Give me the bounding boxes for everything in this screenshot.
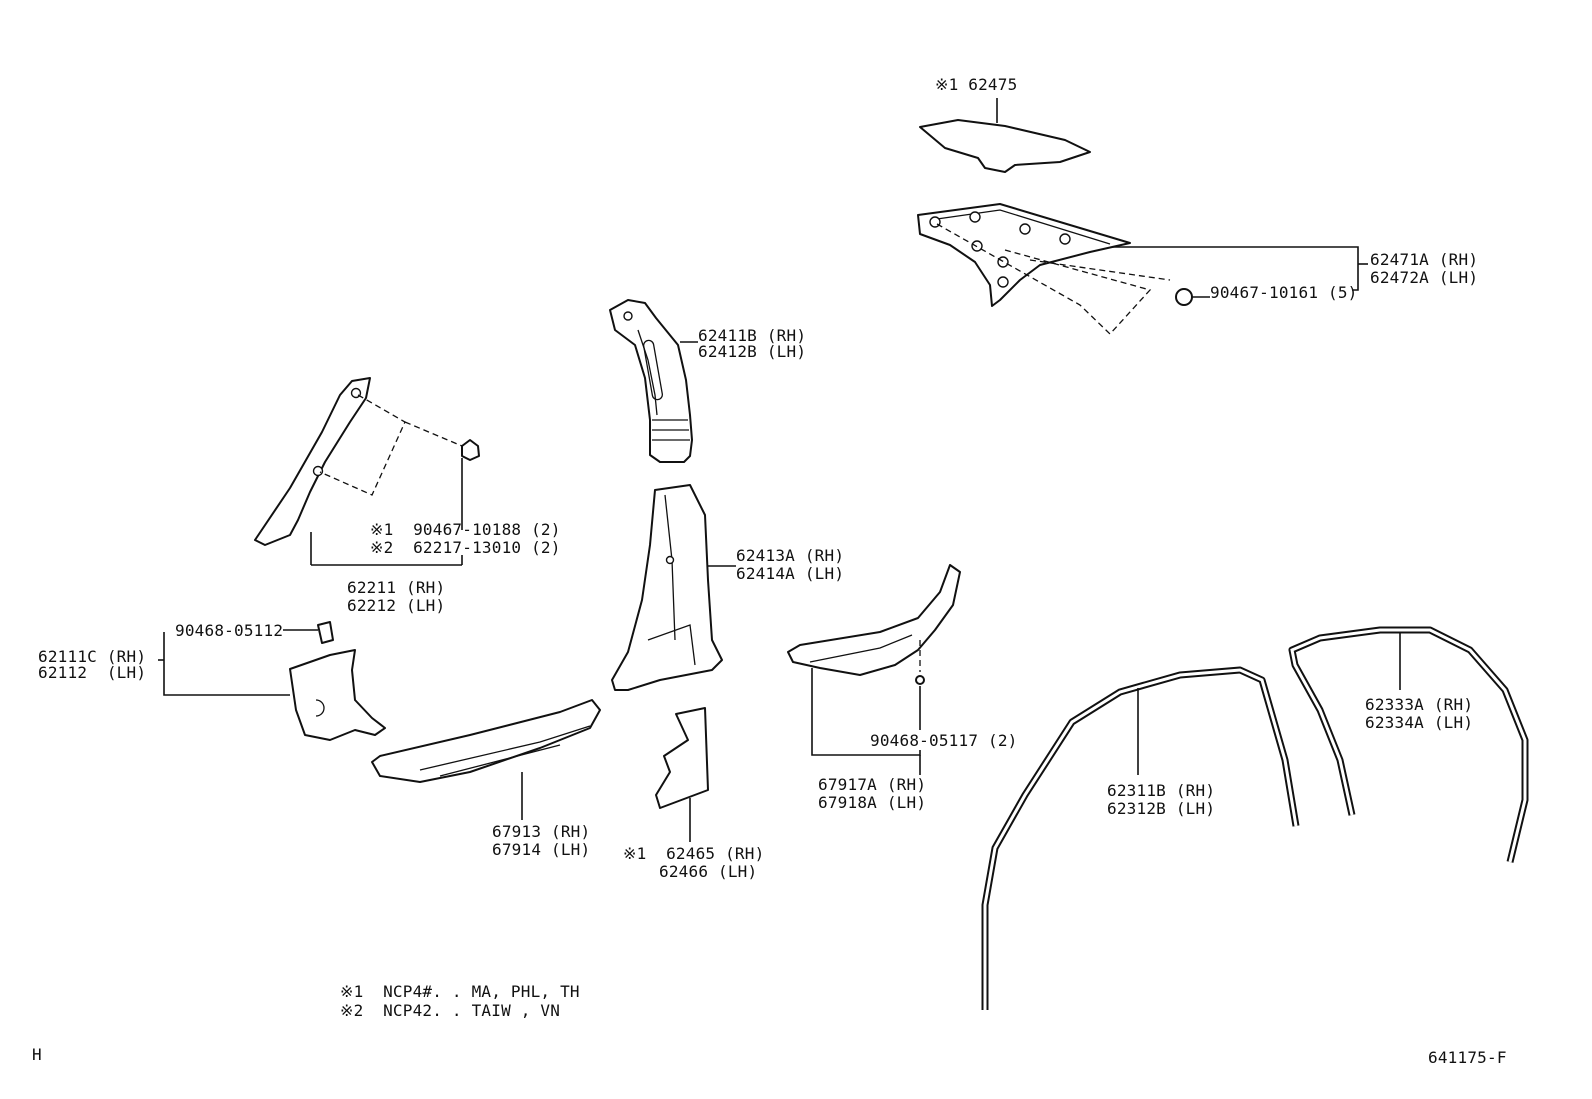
footer-left-mark: H <box>32 1045 42 1064</box>
label-62465: ※1 62465 (RH) <box>623 844 765 863</box>
label-67918a: 67918A (LH) <box>818 793 927 812</box>
label-90467-10161: 90467-10161 (5) <box>1210 283 1358 302</box>
label-90468-05112: 90468-05112 <box>175 621 284 640</box>
front-door-weatherstrip-part <box>981 666 1300 1010</box>
b-pillar-upper-garnish-part <box>609 299 698 463</box>
cowl-side-trim-part <box>158 621 386 741</box>
package-tray-trim-part <box>917 203 1368 335</box>
label-62334a: 62334A (LH) <box>1365 713 1474 732</box>
label-62412b: 62412B (LH) <box>698 342 807 361</box>
b-pillar-lower-garnish-part <box>611 484 736 691</box>
label-62466: 62466 (LH) <box>659 862 758 881</box>
label-62414a: 62414A (LH) <box>736 564 845 583</box>
label-62217-13010: ※2 62217-13010 (2) <box>370 538 561 557</box>
label-62312b: 62312B (LH) <box>1107 799 1216 818</box>
label-67914: 67914 (LH) <box>492 840 591 859</box>
label-62471a: 62471A (RH) <box>1370 250 1479 269</box>
label-62111c: 62111C (RH) <box>38 647 147 666</box>
front-pillar-garnish-part <box>254 377 480 566</box>
package-tray-mat-part <box>919 98 1091 173</box>
label-62311b: 62311B (RH) <box>1107 781 1216 800</box>
label-62475: ※1 62475 <box>935 75 1018 94</box>
label-90467-10188: ※1 90467-10188 (2) <box>370 520 561 539</box>
label-62333a: 62333A (RH) <box>1365 695 1474 714</box>
label-62212: 62212 (LH) <box>347 596 446 615</box>
label-62112: 62112 (LH) <box>38 663 147 682</box>
label-67913: 67913 (RH) <box>492 822 591 841</box>
note-2: ※2 NCP42. . TAIW , VN <box>340 1001 561 1020</box>
rear-door-weatherstrip-part <box>1288 626 1529 863</box>
label-62413a: 62413A (RH) <box>736 546 845 565</box>
front-door-scuff-plate-part <box>371 699 601 820</box>
label-90468-05117: 90468-05117 (2) <box>870 731 1018 750</box>
rear-door-scuff-plate-part <box>787 564 961 775</box>
label-62411b: 62411B (RH) <box>698 326 807 345</box>
diagram-id: 641175-F <box>1428 1048 1507 1067</box>
quarter-trim-piece-part <box>655 707 709 842</box>
label-62211: 62211 (RH) <box>347 578 446 597</box>
note-1: ※1 NCP4#. . MA, PHL, TH <box>340 982 580 1001</box>
label-62472a: 62472A (LH) <box>1370 268 1479 287</box>
label-67917a: 67917A (RH) <box>818 775 927 794</box>
